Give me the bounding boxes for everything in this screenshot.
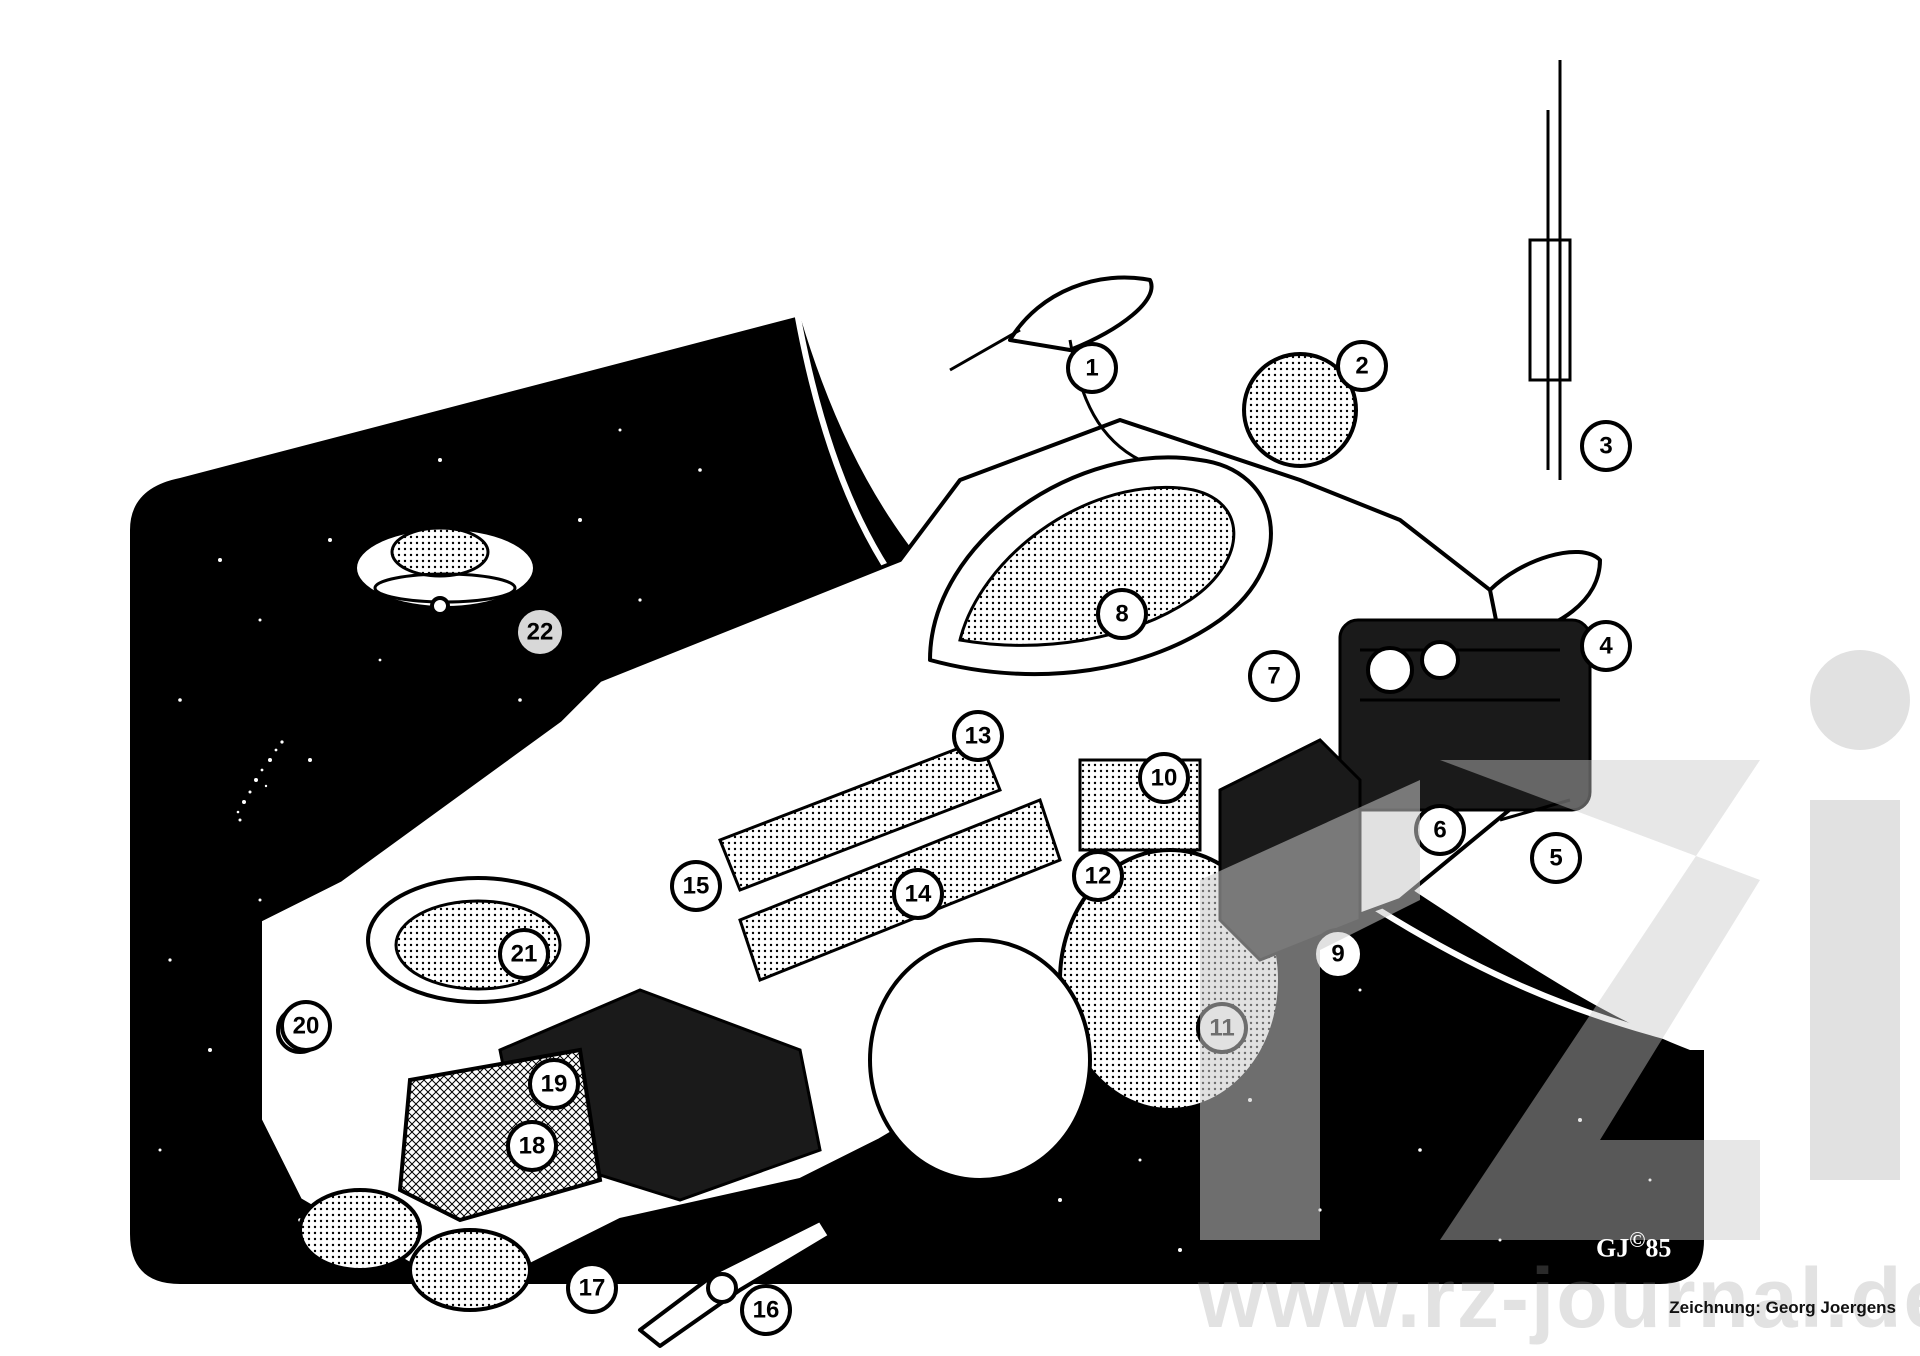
callout-7: 7 (1248, 650, 1300, 702)
spaceship-hull (258, 60, 1602, 1348)
callout-14: 14 (892, 868, 944, 920)
svg-text:9: 9 (1331, 941, 1344, 968)
svg-text:19: 19 (541, 1071, 568, 1098)
svg-text:7: 7 (1267, 663, 1280, 690)
svg-text:14: 14 (905, 881, 932, 908)
callout-4: 4 (1580, 620, 1632, 672)
svg-text:13: 13 (965, 723, 992, 750)
callout-20: 20 (280, 1000, 332, 1052)
svg-text:16: 16 (753, 1297, 780, 1324)
callout-21: 21 (498, 928, 550, 980)
callout-19: 19 (528, 1058, 580, 1110)
callout-5: 5 (1530, 832, 1582, 884)
callout-22: 22 (514, 606, 566, 658)
signature-copyright: © (1629, 1228, 1646, 1252)
callout-12: 12 (1072, 850, 1124, 902)
svg-text:8: 8 (1115, 601, 1128, 628)
svg-text:20: 20 (293, 1013, 320, 1040)
svg-text:1: 1 (1085, 355, 1098, 382)
svg-text:3: 3 (1599, 433, 1612, 460)
callout-8: 8 (1096, 588, 1148, 640)
svg-text:6: 6 (1433, 817, 1446, 844)
svg-text:15: 15 (683, 873, 710, 900)
watermark-url: www.rz-journal.de (1198, 1251, 1920, 1345)
svg-text:4: 4 (1599, 633, 1613, 660)
callout-6: 6 (1414, 804, 1466, 856)
callout-15: 15 (670, 860, 722, 912)
svg-text:21: 21 (511, 941, 538, 968)
callout-13: 13 (952, 710, 1004, 762)
callout-18: 18 (506, 1120, 558, 1172)
saucer-craft (353, 478, 537, 616)
artist-signature: GJ©85 (1596, 1228, 1671, 1264)
svg-text:17: 17 (579, 1275, 606, 1302)
svg-text:18: 18 (519, 1133, 546, 1160)
callout-2: 2 (1336, 340, 1388, 392)
svg-text:2: 2 (1355, 353, 1368, 380)
signature-initials: GJ (1596, 1233, 1630, 1263)
svg-text:22: 22 (527, 619, 554, 646)
svg-text:12: 12 (1085, 863, 1112, 890)
signature-year: 85 (1645, 1233, 1672, 1263)
callout-10: 10 (1138, 752, 1190, 804)
svg-text:10: 10 (1151, 765, 1178, 792)
watermark-logo (1200, 650, 1910, 1240)
callout-17: 17 (566, 1262, 618, 1314)
illustration-credit: Zeichnung: Georg Joergens (1669, 1298, 1896, 1317)
callout-3: 3 (1580, 420, 1632, 472)
nebula-cluster (236, 740, 284, 814)
callout-16: 16 (740, 1284, 792, 1336)
callout-1: 1 (1066, 342, 1118, 394)
svg-text:5: 5 (1549, 845, 1562, 872)
